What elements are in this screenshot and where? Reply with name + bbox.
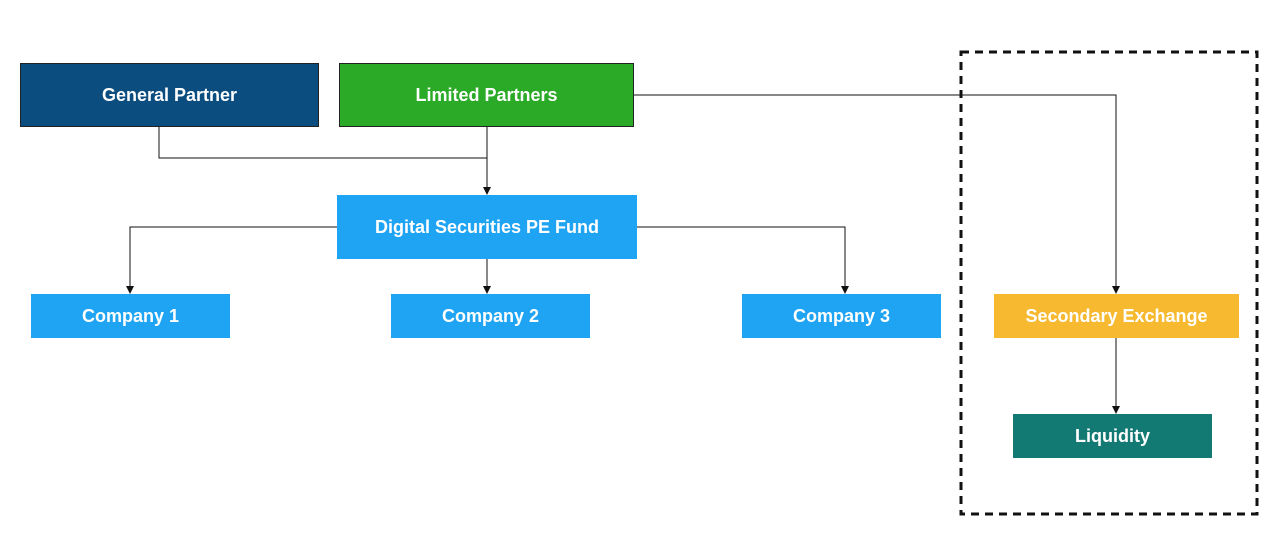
limited-partners-node: Limited Partners — [339, 63, 634, 127]
liquidity-label: Liquidity — [1075, 425, 1150, 446]
limited-partners-label: Limited Partners — [415, 84, 558, 105]
company-3-label: Company 3 — [792, 305, 891, 326]
fund-node: Digital Securities PE Fund — [337, 195, 637, 259]
company-1-label: Company 1 — [81, 305, 180, 326]
edge-lp-to-secondary-exchange — [634, 94, 1120, 294]
company-3-node: Company 3 — [742, 294, 941, 338]
company-2-node: Company 2 — [391, 294, 590, 338]
company-2-label: Company 2 — [441, 305, 540, 326]
liquidity-node: Liquidity — [1013, 414, 1212, 458]
edge-fund-to-company-1 — [126, 226, 337, 294]
general-partner-node: General Partner — [20, 63, 319, 127]
company-1-node: Company 1 — [31, 294, 230, 338]
fund-label: Digital Securities PE Fund — [374, 216, 600, 237]
secondary-exchange-node: Secondary Exchange — [994, 294, 1239, 338]
secondary-market-boundary — [959, 50, 1259, 516]
general-partner-label: General Partner — [101, 84, 238, 105]
edge-fund-to-company-3 — [637, 226, 849, 294]
edge-gp-to-fund — [158, 127, 487, 159]
secondary-exchange-label: Secondary Exchange — [1025, 305, 1208, 326]
